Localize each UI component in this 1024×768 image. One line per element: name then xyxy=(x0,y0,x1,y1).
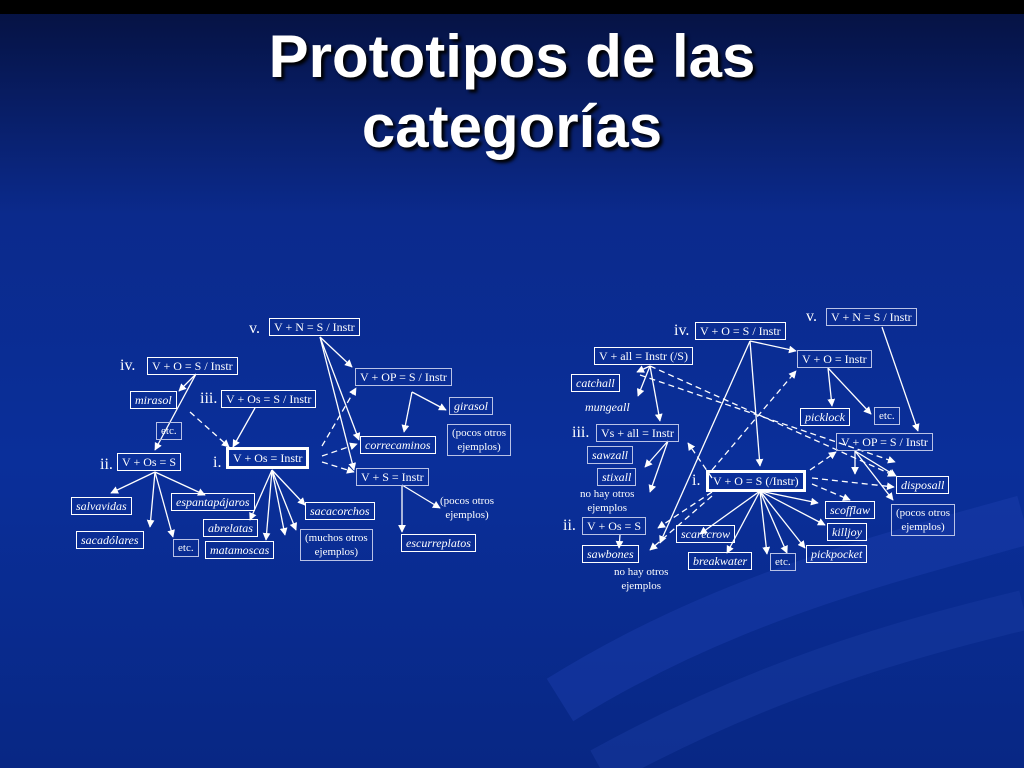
right-label-iii: iii. xyxy=(572,424,590,441)
right-label-ii: ii. xyxy=(563,517,576,534)
right-ex-stixall: stixall xyxy=(597,468,637,486)
right-note-nohay-1: no hay otros ejemplos xyxy=(580,488,635,514)
left-label-iv: iv. xyxy=(120,357,136,374)
left-node-i: V + Os = Instr xyxy=(226,447,310,469)
left-ex-salvavidas: salvavidas xyxy=(71,497,132,515)
top-bar xyxy=(0,0,1024,14)
right-ex-catchall: catchall xyxy=(571,374,620,392)
left-node-ii: V + Os = S xyxy=(117,453,181,471)
right-node-op: V + OP = S / Instr xyxy=(836,433,933,451)
right-node-s-all: Vs + all = Instr xyxy=(596,424,679,442)
left-label-iii: iii. xyxy=(200,390,218,407)
left-etc-2: etc. xyxy=(173,539,199,557)
title-line-1: Prototipos de las xyxy=(268,23,756,90)
left-node-vs: V + S = Instr xyxy=(356,468,429,486)
left-node-op: V + OP = S / Instr xyxy=(355,368,452,386)
right-label-i: i. xyxy=(692,472,701,489)
left-ex-sacacorchos: sacacorchos xyxy=(305,502,375,520)
left-node-iii: V + Os = S / Instr xyxy=(221,390,317,408)
left-note-pocos-1: (pocos otros ejemplos) xyxy=(447,424,512,456)
right-ex-scarecrow: scarecrow xyxy=(676,525,736,543)
right-etc-1: etc. xyxy=(874,407,900,425)
left-ex-girasol: girasol xyxy=(449,397,494,415)
right-ex-picklock: picklock xyxy=(800,408,850,426)
right-ex-sawzall: sawzall xyxy=(587,446,634,464)
right-ex-breakwater: breakwater xyxy=(688,552,753,570)
right-note-nohay-2: no hay otros ejemplos xyxy=(614,566,669,592)
right-label-v: v. xyxy=(806,308,817,325)
title-line-2: categorías xyxy=(361,93,663,160)
right-ex-pickpocket: pickpocket xyxy=(806,545,868,563)
left-note-pocos-2: (pocos otros ejemplos) xyxy=(440,495,495,521)
left-etc-1: etc. xyxy=(156,422,182,440)
left-ex-correcaminos: correcaminos xyxy=(360,436,436,454)
left-note-muchos: (muchos otros ejemplos) xyxy=(300,529,373,561)
left-ex-abrelatas: abrelatas xyxy=(203,519,258,537)
left-solid-arrows xyxy=(110,336,447,541)
right-node-o-instr: V + O = Instr xyxy=(797,350,872,368)
left-label-i: i. xyxy=(213,454,222,471)
left-ex-matamoscas: matamoscas xyxy=(205,541,275,559)
left-node-v: V + N = S / Instr xyxy=(269,318,360,336)
right-note-pocos: (pocos otros ejemplos) xyxy=(891,504,956,536)
right-ex-sawbones: sawbones xyxy=(582,545,639,563)
left-label-ii: ii. xyxy=(100,456,113,473)
left-ex-espantapajaros: espantapájaros xyxy=(171,493,255,511)
right-solid-arrows xyxy=(615,326,920,555)
right-ex-killjoy: killjoy xyxy=(827,523,867,541)
left-ex-mirasol: mirasol xyxy=(130,391,177,409)
right-label-iv: iv. xyxy=(674,322,690,339)
right-dashed-arrows xyxy=(639,365,896,551)
right-node-ii: V + Os = S xyxy=(582,517,646,535)
right-etc-2: etc. xyxy=(770,553,796,571)
left-dashed-arrows xyxy=(189,387,358,474)
right-node-all: V + all = Instr (/S) xyxy=(594,347,693,365)
left-ex-escurreplatos: escurreplatos xyxy=(401,534,476,552)
left-node-iv: V + O = S / Instr xyxy=(147,357,238,375)
right-ex-mungeall: mungeall xyxy=(585,400,630,414)
page-title: Prototipos de las categorías xyxy=(0,22,1024,162)
right-node-i: V + O = S (/Instr) xyxy=(706,470,806,492)
right-ex-disposall: disposall xyxy=(896,476,950,494)
right-node-iv: V + O = S / Instr xyxy=(695,322,786,340)
right-ex-scofflaw: scofflaw xyxy=(825,501,876,519)
left-ex-sacadolares: sacadólares xyxy=(76,531,144,549)
left-label-v: v. xyxy=(249,320,260,337)
right-node-v: V + N = S / Instr xyxy=(826,308,917,326)
